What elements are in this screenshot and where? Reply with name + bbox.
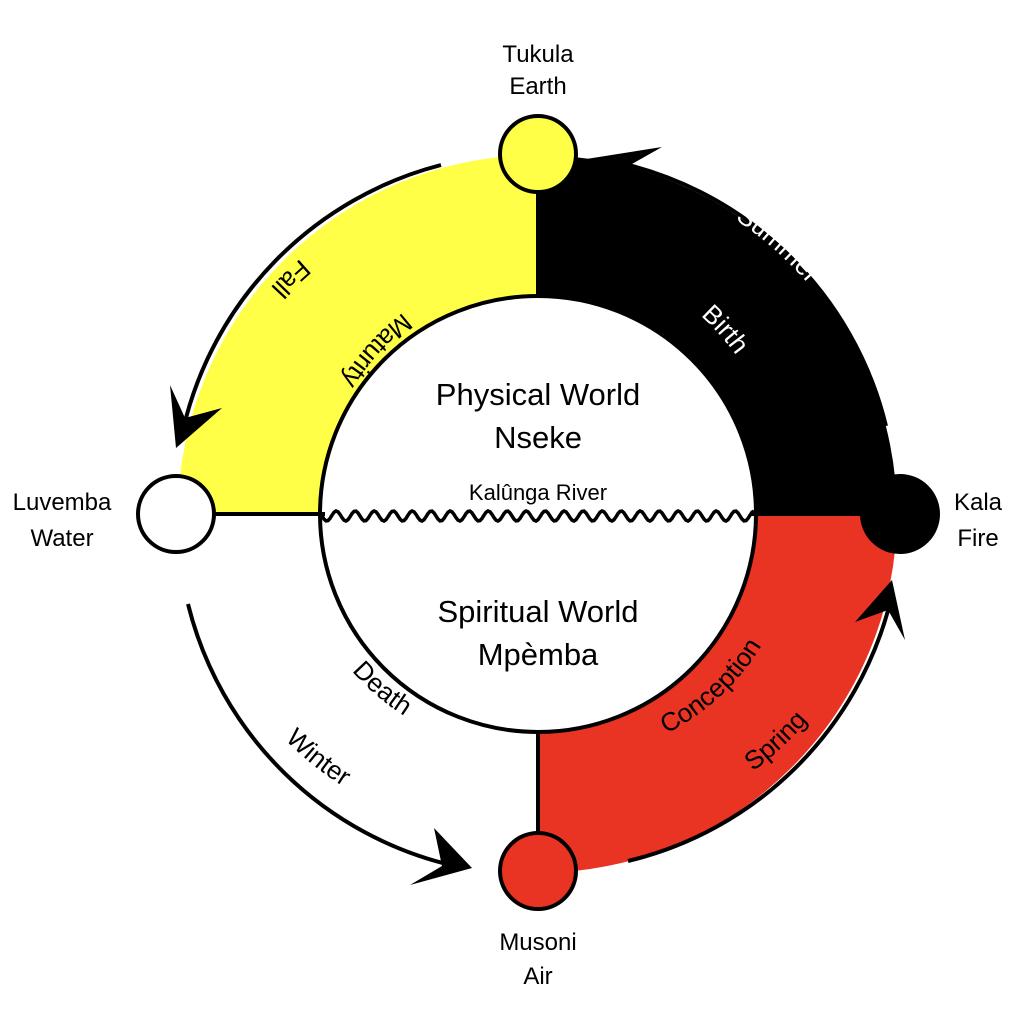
summer-arrow-head <box>580 147 662 190</box>
summer-arrow-line <box>605 158 888 427</box>
fire-label-line2: Fire <box>957 525 998 552</box>
fall-arrow-line <box>181 163 442 431</box>
physical-world-name: Nseke <box>494 420 582 455</box>
spiritual-world-title: Spiritual World <box>437 594 638 629</box>
quadrant-air-red <box>538 514 897 873</box>
spiritual-world-name: Mpèmba <box>478 637 599 672</box>
earth-label-line2: Earth <box>509 73 566 100</box>
winter-arrow-line <box>186 603 456 868</box>
air-node <box>498 831 578 911</box>
quadrant-earth-yellow <box>178 155 538 514</box>
spring-arrow-line <box>627 602 892 863</box>
kalunga-river-wave <box>320 509 755 523</box>
kalunga-river-label: Kalûnga River <box>469 480 607 505</box>
air-label-line2: Air <box>523 963 552 990</box>
earth-label-line1: Tukula <box>502 41 574 68</box>
winter-arrow-head <box>410 828 472 885</box>
water-label-line2: Water <box>30 525 93 552</box>
fall-arrow-head <box>170 385 222 448</box>
water-label-line1: Luvemba <box>13 489 112 516</box>
spring-arrow-head <box>855 580 905 640</box>
water-node <box>136 474 216 554</box>
fire-label-line1: Kala <box>954 489 1003 516</box>
earth-node <box>498 114 578 194</box>
air-label-line1: Musoni <box>499 929 576 956</box>
physical-world-title: Physical World <box>436 377 640 412</box>
fire-node <box>860 474 940 554</box>
quadrant-fire-black <box>538 155 897 514</box>
